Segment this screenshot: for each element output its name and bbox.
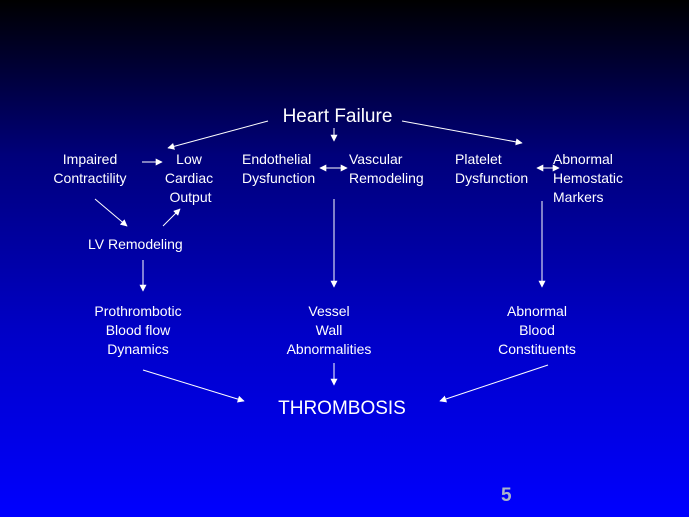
arrow-blood-to-thrombosis [439, 364, 549, 403]
node-vascular-remodeling: Vascular Remodeling [349, 150, 424, 188]
node-line: Output [169, 189, 212, 205]
arrow-contractility-to-lv [94, 198, 128, 227]
node-line: Markers [553, 189, 604, 205]
node-line: Abnormal [507, 303, 567, 319]
node-line: Blood [519, 322, 555, 338]
node-abnormal-blood: Abnormal Blood Constituents [486, 302, 588, 359]
node-line: Dysfunction [242, 170, 316, 186]
node-line: Vascular [349, 151, 403, 167]
node-low-cardiac-output: Low Cardiac Output [157, 150, 221, 207]
page-number: 5 [501, 485, 512, 506]
node-line: Endothelial [242, 151, 312, 167]
node-platelet-dysfunction: Platelet Dysfunction [455, 150, 528, 188]
node-line: Wall [315, 322, 343, 338]
node-line: Blood flow [105, 322, 171, 338]
arrow-hf-to-low-output [167, 120, 269, 150]
node-line: Cardiac [164, 170, 214, 186]
arrow-hf-to-platelet [401, 120, 523, 146]
heart-failure-title: Heart Failure [282, 106, 393, 127]
node-line: Hemostatic [553, 170, 624, 186]
node-line: Constituents [498, 341, 576, 357]
node-line: Vessel [308, 303, 350, 319]
node-lv-remodeling: LV Remodeling [88, 236, 183, 252]
node-line: Contractility [53, 170, 127, 186]
node-abnormal-hemostatic-markers: Abnormal Hemostatic Markers [553, 150, 623, 207]
node-line: Remodeling [349, 170, 424, 186]
thrombosis-outcome: THROMBOSIS [278, 398, 406, 419]
node-vessel-wall: Vessel Wall Abnormalities [274, 302, 384, 359]
node-line: Impaired [62, 151, 118, 167]
node-prothrombotic-blood-flow: Prothrombotic Blood flow Dynamics [82, 302, 194, 359]
node-line: Prothrombotic [94, 303, 182, 319]
node-line: Abnormalities [286, 341, 372, 357]
node-line: Dynamics [107, 341, 169, 357]
node-line: Low [176, 151, 202, 167]
node-endothelial-dysfunction: Endothelial Dysfunction [242, 150, 315, 188]
node-line: Platelet [455, 151, 502, 167]
arrow-prothrombotic-to-thrombosis [142, 369, 245, 403]
node-impaired-contractility: Impaired Contractility [46, 150, 134, 188]
node-line: Abnormal [553, 151, 613, 167]
node-line: Dysfunction [455, 170, 529, 186]
arrow-lv-to-output [162, 208, 181, 227]
